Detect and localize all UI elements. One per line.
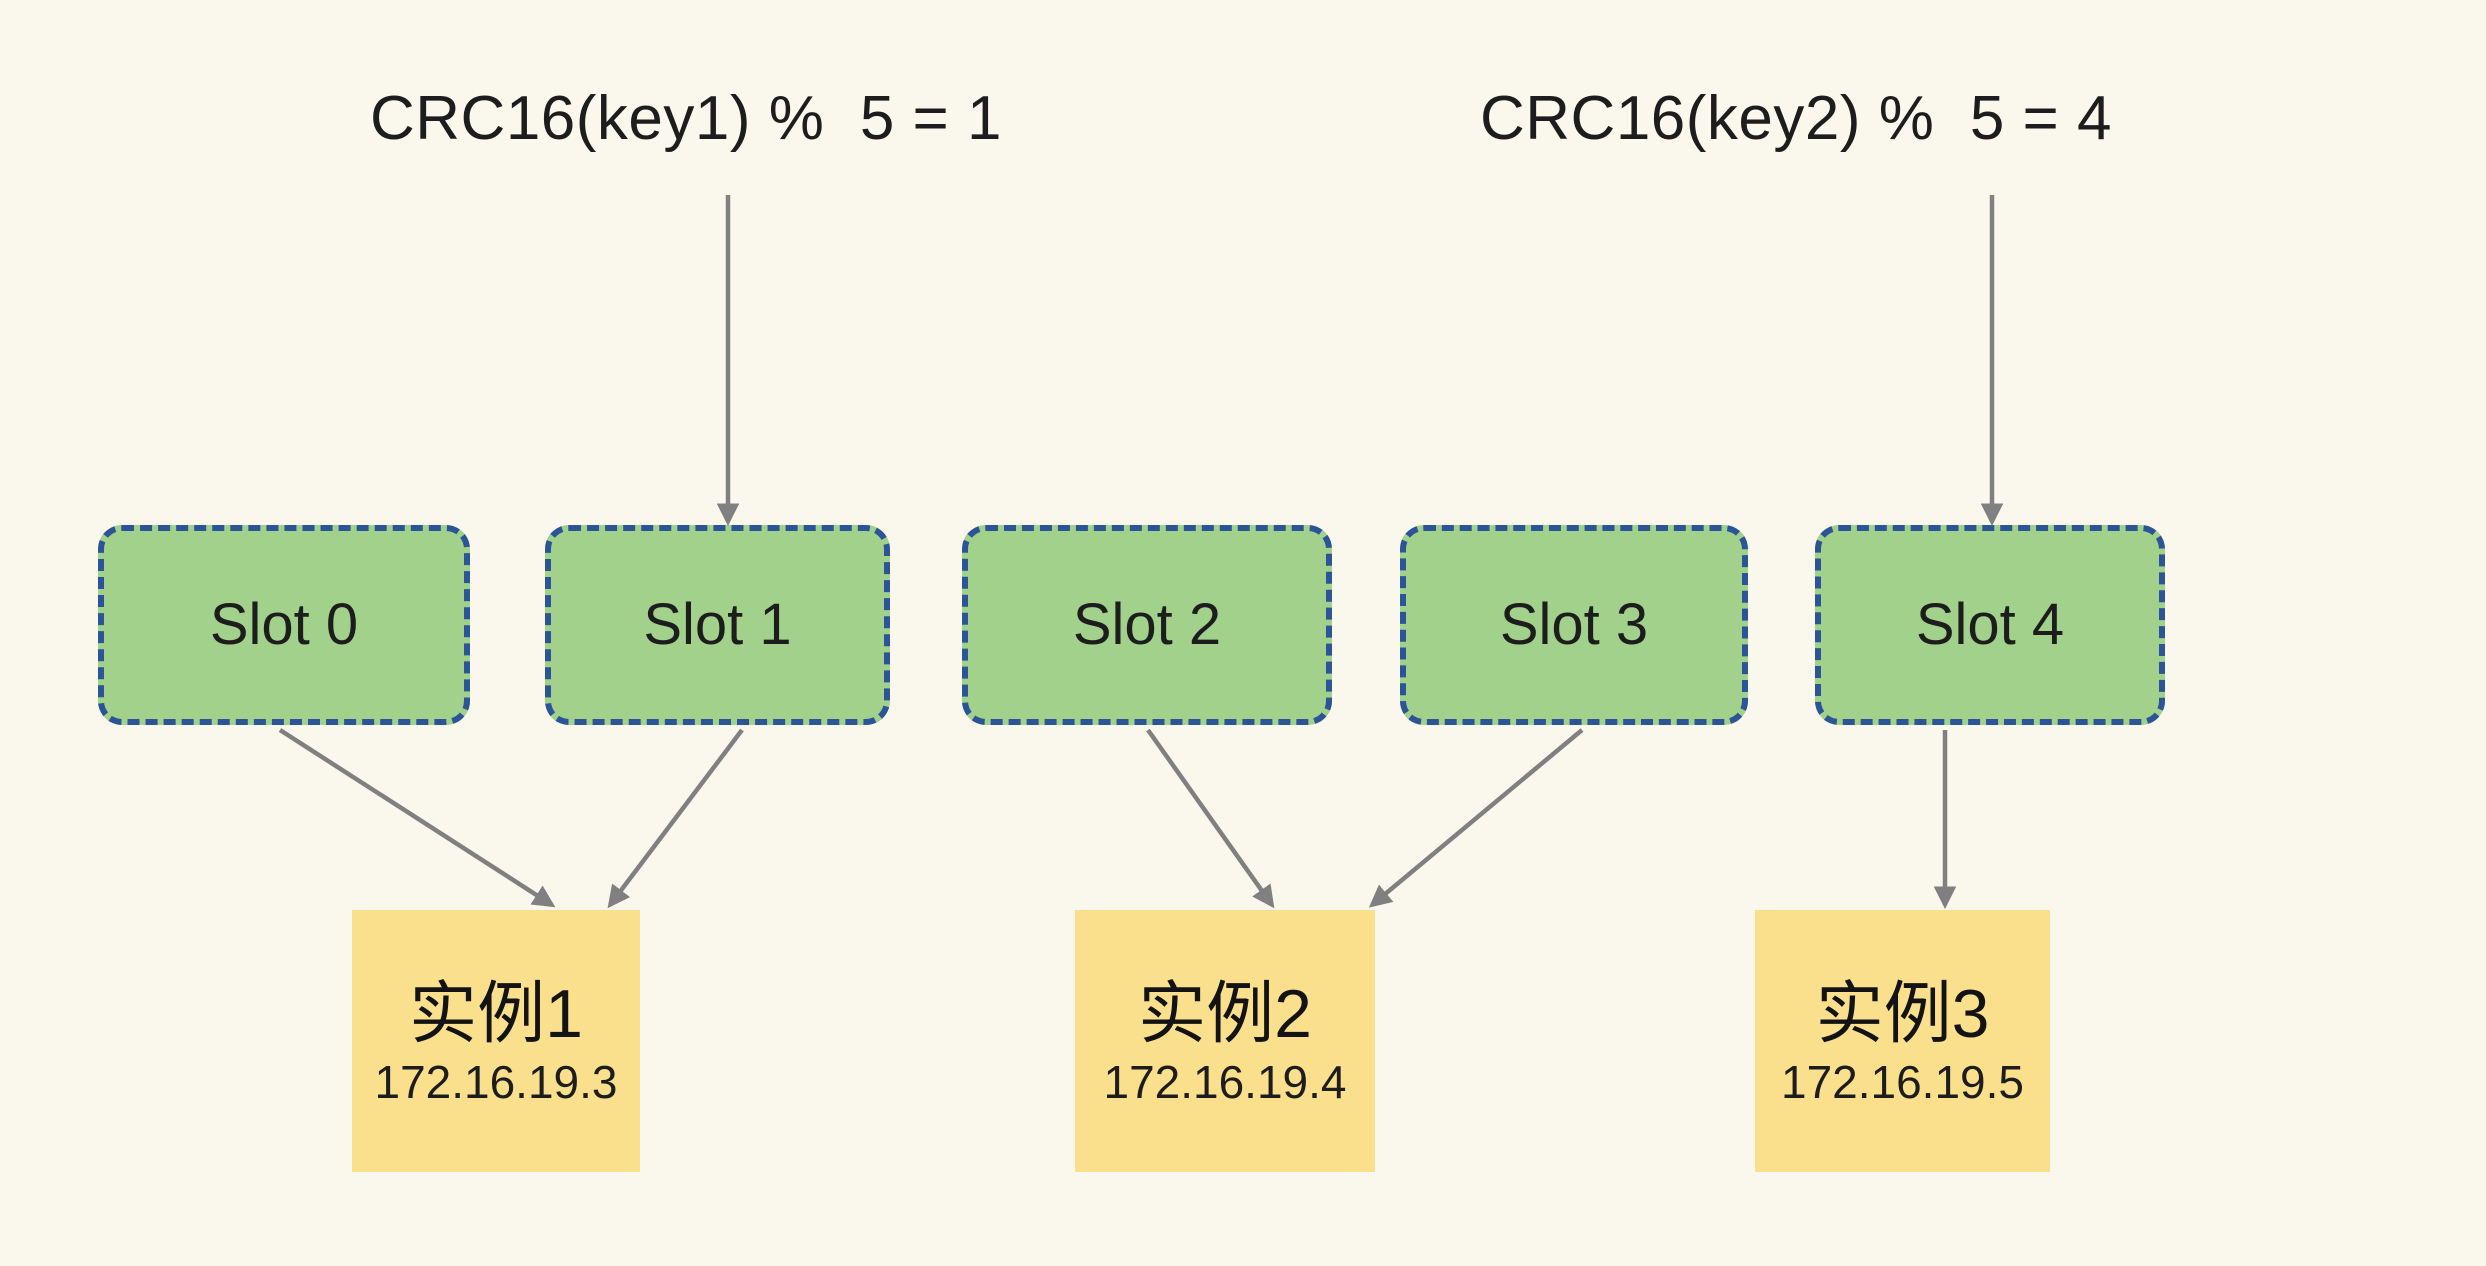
instance-ip-1: 172.16.19.3: [374, 1056, 618, 1109]
instance-node-1[interactable]: 实例1 172.16.19.3: [352, 910, 640, 1172]
arrow-slot-2-to-instance-2: [1146, 728, 1275, 909]
slot-node-1[interactable]: Slot 1: [545, 525, 890, 725]
slot-node-4[interactable]: Slot 4: [1815, 525, 2165, 725]
instance-node-3[interactable]: 实例3 172.16.19.5: [1755, 910, 2050, 1172]
instance-name-3: 实例3: [1815, 975, 1990, 1052]
arrow-slot-0-to-instance-1: [278, 728, 556, 908]
instance-ip-2: 172.16.19.4: [1103, 1056, 1347, 1109]
slot-label-2: Slot 2: [1072, 592, 1222, 657]
slot-node-2[interactable]: Slot 2: [962, 525, 1332, 725]
slot-node-0[interactable]: Slot 0: [98, 525, 470, 725]
slot-node-3[interactable]: Slot 3: [1400, 525, 1748, 725]
slot-label-1: Slot 1: [643, 592, 792, 657]
instance-name-2: 实例2: [1138, 975, 1312, 1052]
formula-label-key2: CRC16(key2) % 5 = 4: [1480, 84, 2112, 153]
slot-label-3: Slot 3: [1499, 592, 1649, 657]
formula-label-key1: CRC16(key1) % 5 = 1: [370, 84, 1002, 153]
arrow-slot-3-to-instance-2: [1368, 728, 1584, 908]
slot-label-4: Slot 4: [1915, 592, 2065, 657]
instance-node-2[interactable]: 实例2 172.16.19.4: [1075, 910, 1375, 1172]
instance-ip-3: 172.16.19.5: [1780, 1056, 2024, 1109]
instance-name-1: 实例1: [409, 975, 583, 1052]
slot-label-0: Slot 0: [209, 592, 359, 657]
arrow-slot-1-to-instance-1: [607, 728, 744, 909]
